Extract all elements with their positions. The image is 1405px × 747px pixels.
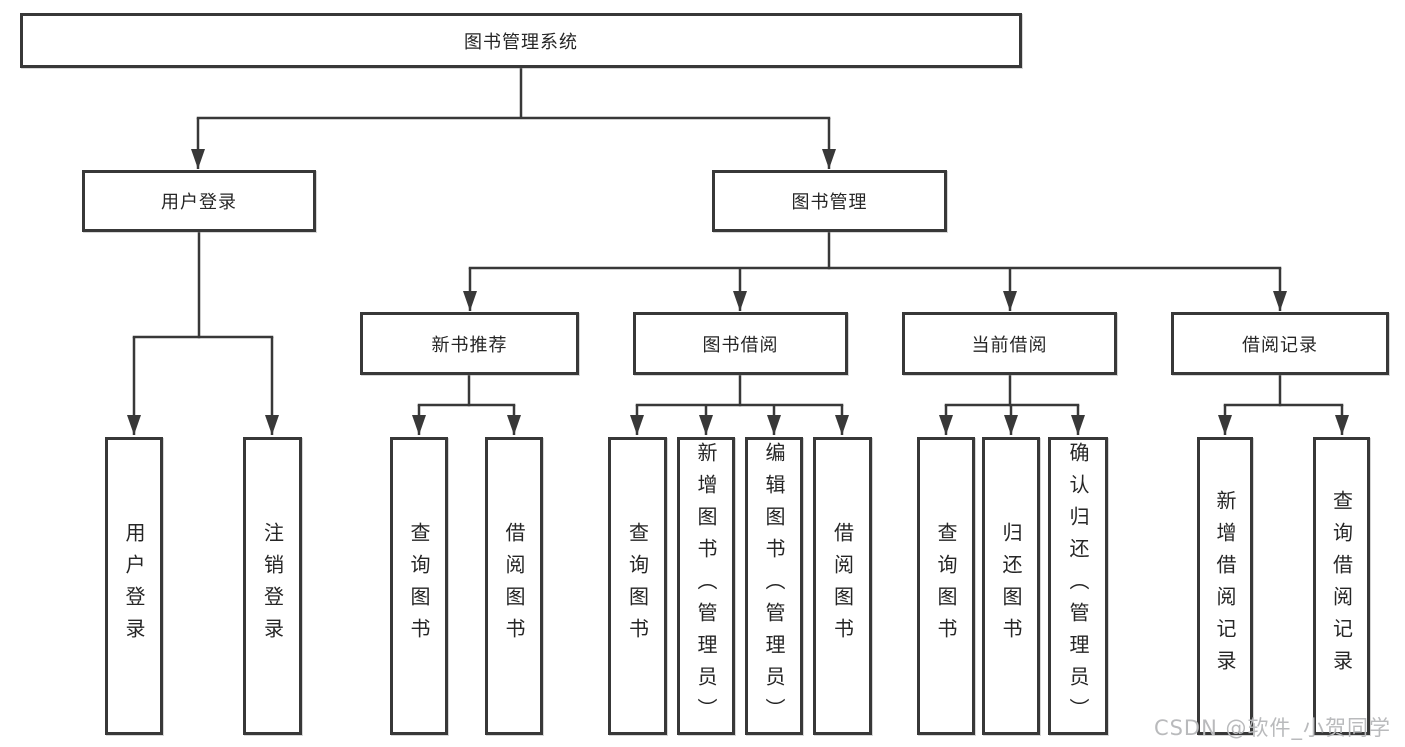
node-root: 图书管理系统 [20, 13, 1022, 68]
node-new-book-recommend-label: 新书推荐 [431, 334, 508, 356]
node-leaf-borrow-books-rec: 借阅图书 [485, 437, 543, 735]
node-leaf-user-login: 用户登录 [105, 437, 163, 735]
node-leaf-logout: 注销登录 [243, 437, 302, 735]
node-leaf-edit-books-admin-label: 编辑图书（管理员） [762, 442, 786, 730]
node-leaf-confirm-return-admin-label: 确认归还（管理员） [1066, 442, 1090, 730]
node-leaf-confirm-return-admin: 确认归还（管理员） [1048, 437, 1108, 735]
node-leaf-add-borrow-record: 新增借阅记录 [1197, 437, 1253, 735]
node-leaf-query-books-borrow-label: 查询图书 [625, 522, 650, 650]
node-book-management: 图书管理 [712, 170, 947, 232]
node-leaf-query-borrow-record-label: 查询借阅记录 [1329, 490, 1354, 682]
node-leaf-borrow-books: 借阅图书 [813, 437, 872, 735]
node-current-borrowing: 当前借阅 [902, 312, 1117, 375]
node-leaf-add-borrow-record-label: 新增借阅记录 [1213, 490, 1237, 682]
node-leaf-edit-books-admin: 编辑图书（管理员） [745, 437, 803, 735]
node-borrowing-records: 借阅记录 [1171, 312, 1389, 375]
node-leaf-logout-label: 注销登录 [260, 522, 285, 650]
node-leaf-query-borrow-record: 查询借阅记录 [1313, 437, 1370, 735]
node-leaf-query-books-current: 查询图书 [917, 437, 975, 735]
node-leaf-query-books-borrow: 查询图书 [608, 437, 667, 735]
node-leaf-add-books-admin: 新增图书（管理员） [677, 437, 735, 735]
node-root-label: 图书管理系统 [464, 31, 578, 53]
node-new-book-recommend: 新书推荐 [360, 312, 579, 375]
node-user-login: 用户登录 [82, 170, 316, 232]
node-leaf-borrow-books-rec-label: 借阅图书 [502, 522, 526, 650]
node-leaf-add-books-admin-label: 新增图书（管理员） [694, 442, 718, 730]
node-book-borrowing: 图书借阅 [633, 312, 848, 375]
node-leaf-query-books-rec: 查询图书 [390, 437, 448, 735]
node-book-borrowing-label: 图书借阅 [702, 334, 779, 356]
node-leaf-user-login-label: 用户登录 [122, 522, 146, 650]
node-current-borrowing-label: 当前借阅 [971, 334, 1048, 356]
node-user-login-label: 用户登录 [161, 192, 237, 213]
node-leaf-return-books-label: 归还图书 [999, 522, 1023, 650]
node-leaf-query-books-current-label: 查询图书 [934, 522, 958, 650]
node-borrowing-records-label: 借阅记录 [1242, 334, 1318, 356]
node-leaf-return-books: 归还图书 [982, 437, 1040, 735]
node-leaf-query-books-rec-label: 查询图书 [407, 522, 431, 650]
node-book-management-label: 图书管理 [791, 192, 868, 213]
node-leaf-borrow-books-label: 借阅图书 [830, 522, 855, 650]
